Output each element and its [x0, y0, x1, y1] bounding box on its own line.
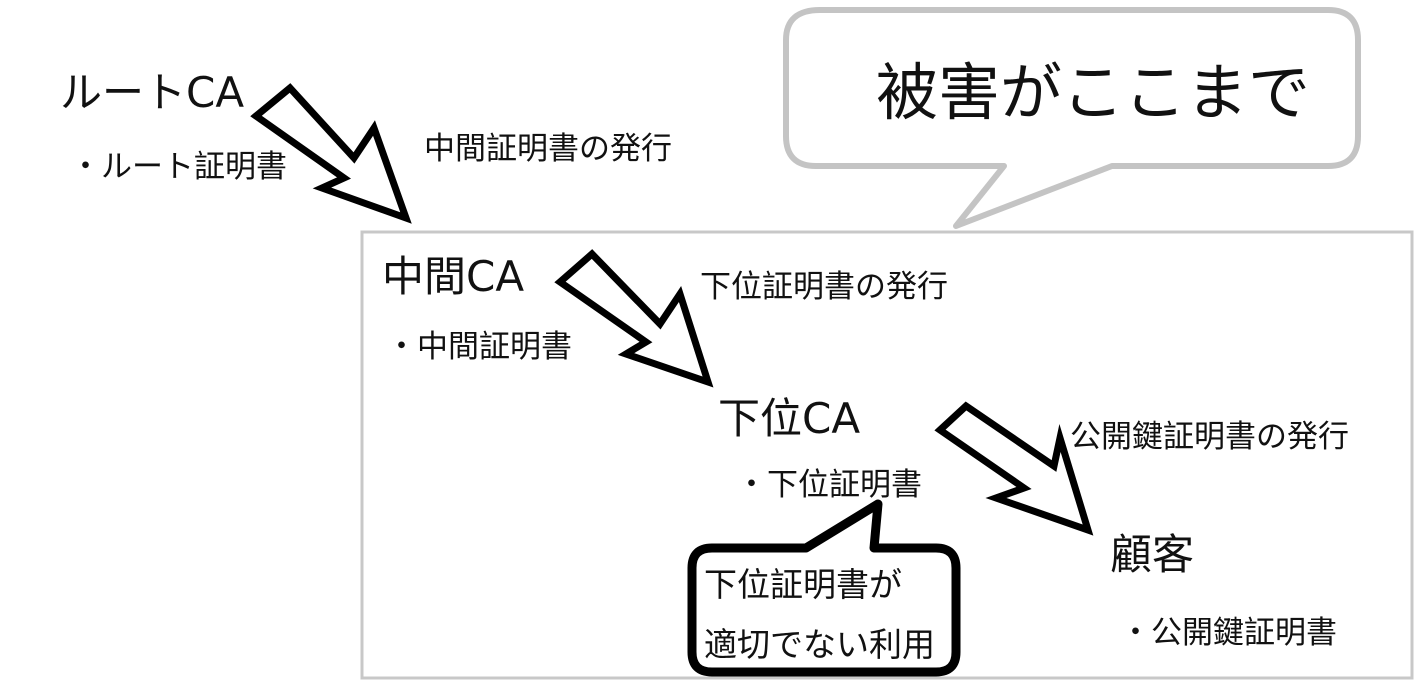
misuse-callout-line1: 下位証明書が [704, 565, 902, 604]
sub-to-customer-label: 公開鍵証明書の発行 [1070, 419, 1349, 455]
arrow-root-to-intermediate [250, 83, 412, 224]
arrow-sub-to-customer [934, 401, 1094, 536]
sub-ca-title: 下位CA [718, 394, 861, 443]
customer-cert: ・公開鍵証明書 [1120, 615, 1337, 651]
misuse-callout-line2: 適切でない利用 [704, 625, 935, 664]
damage-callout-bubble [783, 7, 1361, 229]
intermediate-ca-cert: ・中間証明書 [386, 329, 572, 365]
arrow-intermediate-to-sub [554, 249, 714, 388]
misuse-callout-bubble [687, 499, 961, 677]
root-to-intermediate-label: 中間証明書の発行 [424, 131, 672, 167]
intermediate-to-sub-label: 下位証明書の発行 [700, 269, 948, 305]
sub-ca-cert: ・下位証明書 [736, 467, 922, 503]
damage-callout-text: 被害がここまで [876, 56, 1311, 129]
customer-title: 顧客 [1110, 530, 1195, 579]
root-ca-title: ルートCA [60, 68, 245, 117]
intermediate-ca-title: 中間CA [382, 252, 525, 301]
root-ca-cert: ・ルート証明書 [70, 149, 287, 185]
damage-scope-frame [360, 230, 1414, 680]
